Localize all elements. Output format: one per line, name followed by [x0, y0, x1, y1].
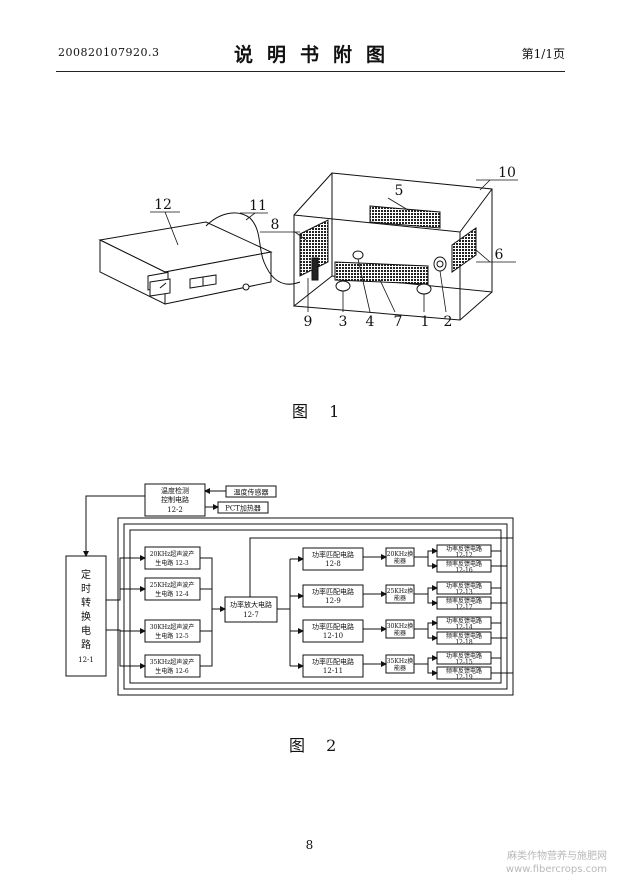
transducer-6 — [451, 227, 477, 273]
freq-feedback-id-1: 12-16 — [455, 567, 472, 574]
watermark-line1: 麻类作物营养与施肥网 — [507, 851, 607, 862]
callout-leaders — [150, 179, 518, 313]
watermark-line2: www.fibercrops.com — [505, 864, 607, 875]
transducer-25k-line1: 25KHz换 — [387, 587, 414, 595]
generator-25k-line2: 生电路 12-4 — [155, 590, 189, 598]
callout-1: 1 — [421, 314, 430, 330]
freq-feedback-label-4: 频率反馈电路 — [446, 667, 482, 675]
generator-30k-line1: 30KHz超声波产 — [150, 623, 195, 631]
power-feedback-label-3: 功率反馈电路 — [446, 617, 482, 625]
temp-control-line1: 温度检测 — [161, 486, 189, 495]
generator-25k-line1: 25KHz超声波产 — [150, 581, 195, 589]
generator-20k-line1: 20KHz超声波产 — [150, 550, 195, 558]
transducer-30k-line2: 能器 — [394, 629, 406, 637]
freq-feedback-label-2: 频率反馈电路 — [446, 597, 482, 605]
power-feedback-label-4: 功率反馈电路 — [446, 652, 482, 660]
matching-id-4: 12-11 — [323, 667, 343, 675]
transducer-25k-line2: 能器 — [394, 594, 406, 602]
timer-char-6: 路 — [81, 638, 91, 651]
transducer-35k-line1: 35KHz换 — [387, 657, 414, 665]
amplifier-line1: 功率放大电路 — [230, 600, 272, 609]
timer-char-1: 定 — [81, 568, 91, 581]
callout-6: 6 — [495, 247, 504, 263]
figure-2-labels: 温度检测 控制电路 12-2 温度传感器 PCT加热器 定 时 转 换 电 路 … — [78, 486, 482, 681]
power-feedback-id-4: 12-15 — [455, 659, 472, 666]
feet — [335, 250, 447, 295]
freq-feedback-label-3: 频率反馈电路 — [446, 632, 482, 640]
watermark: 麻类作物营养与施肥网 www.fibercrops.com — [506, 850, 607, 876]
callout-8: 8 — [271, 217, 280, 233]
power-feedback-id-1: 12-12 — [455, 552, 472, 559]
page-info: 第1/1页 — [521, 47, 565, 61]
timer-char-5: 电 — [81, 624, 91, 637]
matching-label-3: 功率匹配电路 — [312, 622, 354, 631]
figure-2-caption: 图 2 — [289, 736, 345, 755]
matching-label-4: 功率匹配电路 — [312, 657, 354, 666]
transducer-8 — [299, 219, 329, 277]
timer-id: 12-1 — [78, 656, 94, 664]
callout-labels: 12 11 8 5 10 6 9 3 4 7 1 2 — [154, 165, 516, 330]
callout-9: 9 — [304, 314, 313, 330]
matching-id-1: 12-8 — [325, 560, 341, 568]
transducer-5 — [369, 205, 441, 229]
cable-11 — [205, 212, 301, 285]
freq-feedback-id-2: 12-17 — [455, 604, 472, 611]
transducer-35k-line2: 能器 — [394, 664, 406, 672]
freq-feedback-label-1: 频率反馈电路 — [446, 560, 482, 568]
page-number: 8 — [305, 838, 314, 852]
power-feedback-label-1: 功率反馈电路 — [446, 545, 482, 553]
transducer-20k-line1: 20KHz换 — [387, 550, 414, 558]
heater-9 — [311, 257, 319, 281]
callout-7: 7 — [394, 314, 403, 330]
power-feedback-id-3: 12-14 — [455, 624, 472, 631]
amplifier-box — [224, 596, 278, 623]
power-feedback-label-2: 功率反馈电路 — [446, 582, 482, 590]
generator-20k-line2: 生电路 12-3 — [155, 559, 189, 567]
temp-control-line2: 控制电路 — [161, 495, 189, 504]
matching-label-1: 功率匹配电路 — [312, 550, 354, 559]
freq-feedback-id-3: 12-18 — [455, 639, 472, 646]
control-unit — [98, 221, 273, 305]
callout-2: 2 — [444, 314, 453, 330]
transducer-panels — [299, 205, 477, 285]
timer-char-2: 时 — [81, 583, 91, 595]
freq-feedback-id-4: 12-19 — [455, 674, 472, 681]
temp-control-box — [144, 483, 206, 517]
pct-heater-label: PCT加热器 — [225, 504, 261, 513]
generator-30k-line2: 生电路 12-5 — [155, 632, 189, 640]
callout-5: 5 — [395, 183, 404, 199]
matching-id-2: 12-9 — [325, 597, 341, 605]
matching-label-2: 功率匹配电路 — [312, 587, 354, 596]
page-title: 说明书附图 — [233, 44, 399, 66]
callout-12: 12 — [154, 197, 172, 213]
temp-sensor-label: 温度传感器 — [234, 488, 269, 497]
generator-35k-line2: 生电路 12-6 — [155, 667, 189, 675]
timer-char-3: 转 — [81, 596, 91, 609]
control-panel — [149, 274, 250, 297]
figure-1-caption: 图 1 — [292, 402, 348, 421]
header-rule — [56, 71, 565, 72]
callout-3: 3 — [339, 314, 348, 330]
transducer-7 — [334, 261, 429, 285]
transducer-20k-line2: 能器 — [394, 557, 406, 565]
callout-11: 11 — [249, 198, 267, 214]
callout-4: 4 — [366, 314, 375, 330]
callout-10: 10 — [498, 165, 516, 181]
amplifier-line2: 12-7 — [243, 611, 259, 619]
power-feedback-id-2: 12-13 — [455, 589, 472, 596]
timer-circuit-box — [65, 555, 107, 677]
matching-id-3: 12-10 — [323, 632, 343, 640]
generator-35k-line1: 35KHz超声波产 — [150, 658, 195, 666]
timer-char-4: 换 — [81, 610, 91, 623]
temp-control-id: 12-2 — [167, 506, 183, 514]
document-number: 200820107920.3 — [58, 46, 160, 59]
transducer-30k-line1: 30KHz换 — [387, 622, 414, 630]
figure-2-connectors — [83, 488, 514, 676]
